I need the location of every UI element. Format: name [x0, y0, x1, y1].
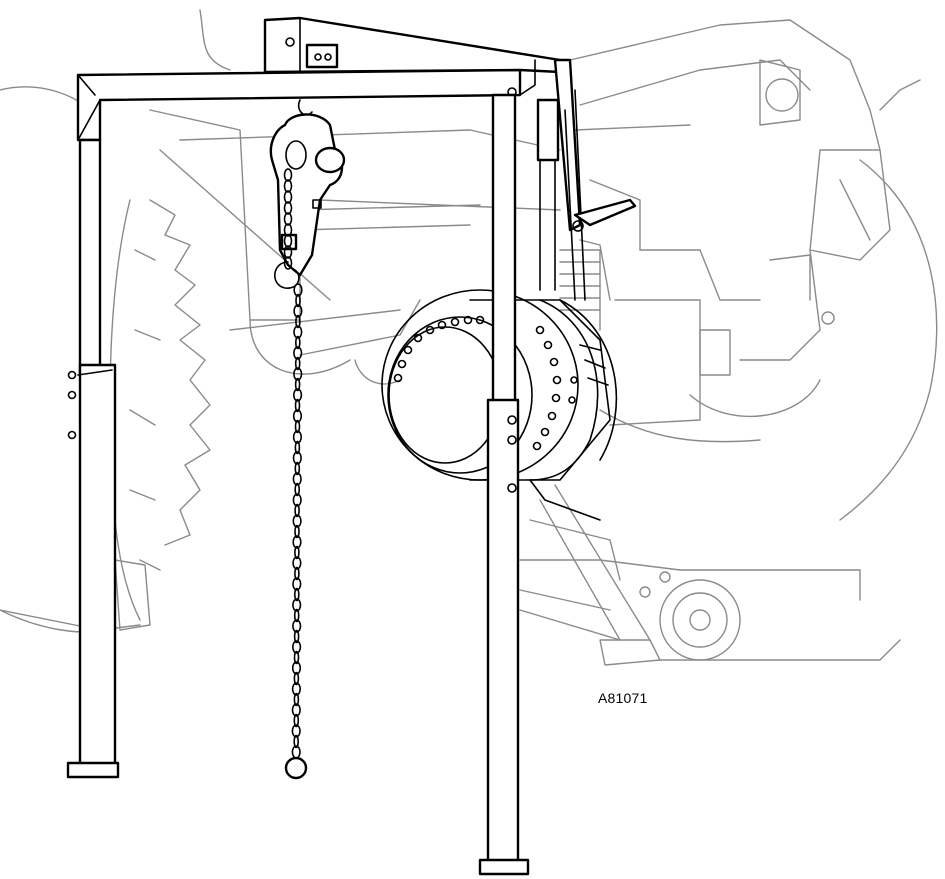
chain-link — [293, 587, 300, 602]
chain-link — [292, 535, 302, 549]
chain-link — [293, 325, 303, 339]
chain-link — [293, 671, 300, 686]
chain-link — [283, 201, 293, 215]
chain-link — [292, 577, 302, 591]
chain-link — [295, 314, 301, 329]
chain-link — [294, 335, 301, 350]
bolt-ring — [393, 315, 578, 451]
chain-link — [294, 419, 301, 434]
chain-link — [294, 545, 300, 560]
chain-link — [294, 398, 301, 413]
chain-link — [294, 440, 301, 455]
chain-link — [293, 388, 303, 402]
chain-link — [293, 713, 300, 728]
chain-link — [294, 524, 300, 539]
chain-link — [283, 190, 293, 204]
left-leg — [66, 138, 120, 779]
chain-link — [283, 168, 293, 182]
flywheel-housing — [381, 289, 618, 521]
figure-label: A81071 — [598, 690, 648, 706]
hydraulic-jack — [536, 58, 637, 301]
chain-link — [294, 503, 300, 518]
gantry-crane — [66, 16, 637, 876]
chain-link — [291, 661, 302, 675]
chain-link — [293, 367, 303, 381]
chain-ball — [284, 756, 308, 780]
chain-link — [294, 566, 300, 581]
chain-link — [292, 493, 302, 507]
chain-link — [294, 377, 301, 392]
chain-link — [293, 608, 300, 623]
chain-link — [283, 234, 293, 248]
right-leg — [478, 59, 536, 876]
chain-link — [283, 179, 293, 193]
chain-hoist — [269, 99, 346, 289]
chain-link — [292, 409, 303, 423]
chain-link — [293, 304, 303, 318]
mounting-plate — [305, 43, 339, 69]
chain-link — [292, 472, 302, 486]
chain-link — [294, 356, 301, 371]
chain-link — [292, 514, 302, 528]
chain-link — [292, 556, 302, 570]
chain-link — [292, 451, 302, 465]
hoist-chain — [283, 168, 303, 759]
chain-link — [292, 430, 303, 444]
chain-link — [293, 650, 300, 665]
tractor-frame — [149, 9, 938, 521]
chain-link — [295, 293, 301, 308]
chain-link — [291, 703, 301, 717]
chain-link — [291, 682, 302, 696]
chain-link — [294, 461, 301, 476]
chain-link — [283, 212, 293, 226]
chain-link — [291, 724, 301, 738]
chain-link — [294, 482, 301, 497]
chain-link — [293, 629, 300, 644]
tractor-linkage — [0, 484, 901, 666]
tractor-background — [0, 9, 938, 666]
chain-link — [293, 283, 303, 297]
chain-link — [292, 640, 302, 654]
chain-link — [293, 692, 300, 707]
chain-link — [283, 245, 293, 259]
chain-link — [283, 223, 293, 237]
chain-link — [292, 619, 302, 633]
chain-link — [292, 598, 302, 612]
chain-link — [293, 346, 303, 360]
chain-link — [293, 734, 300, 749]
chain-link — [283, 256, 293, 270]
